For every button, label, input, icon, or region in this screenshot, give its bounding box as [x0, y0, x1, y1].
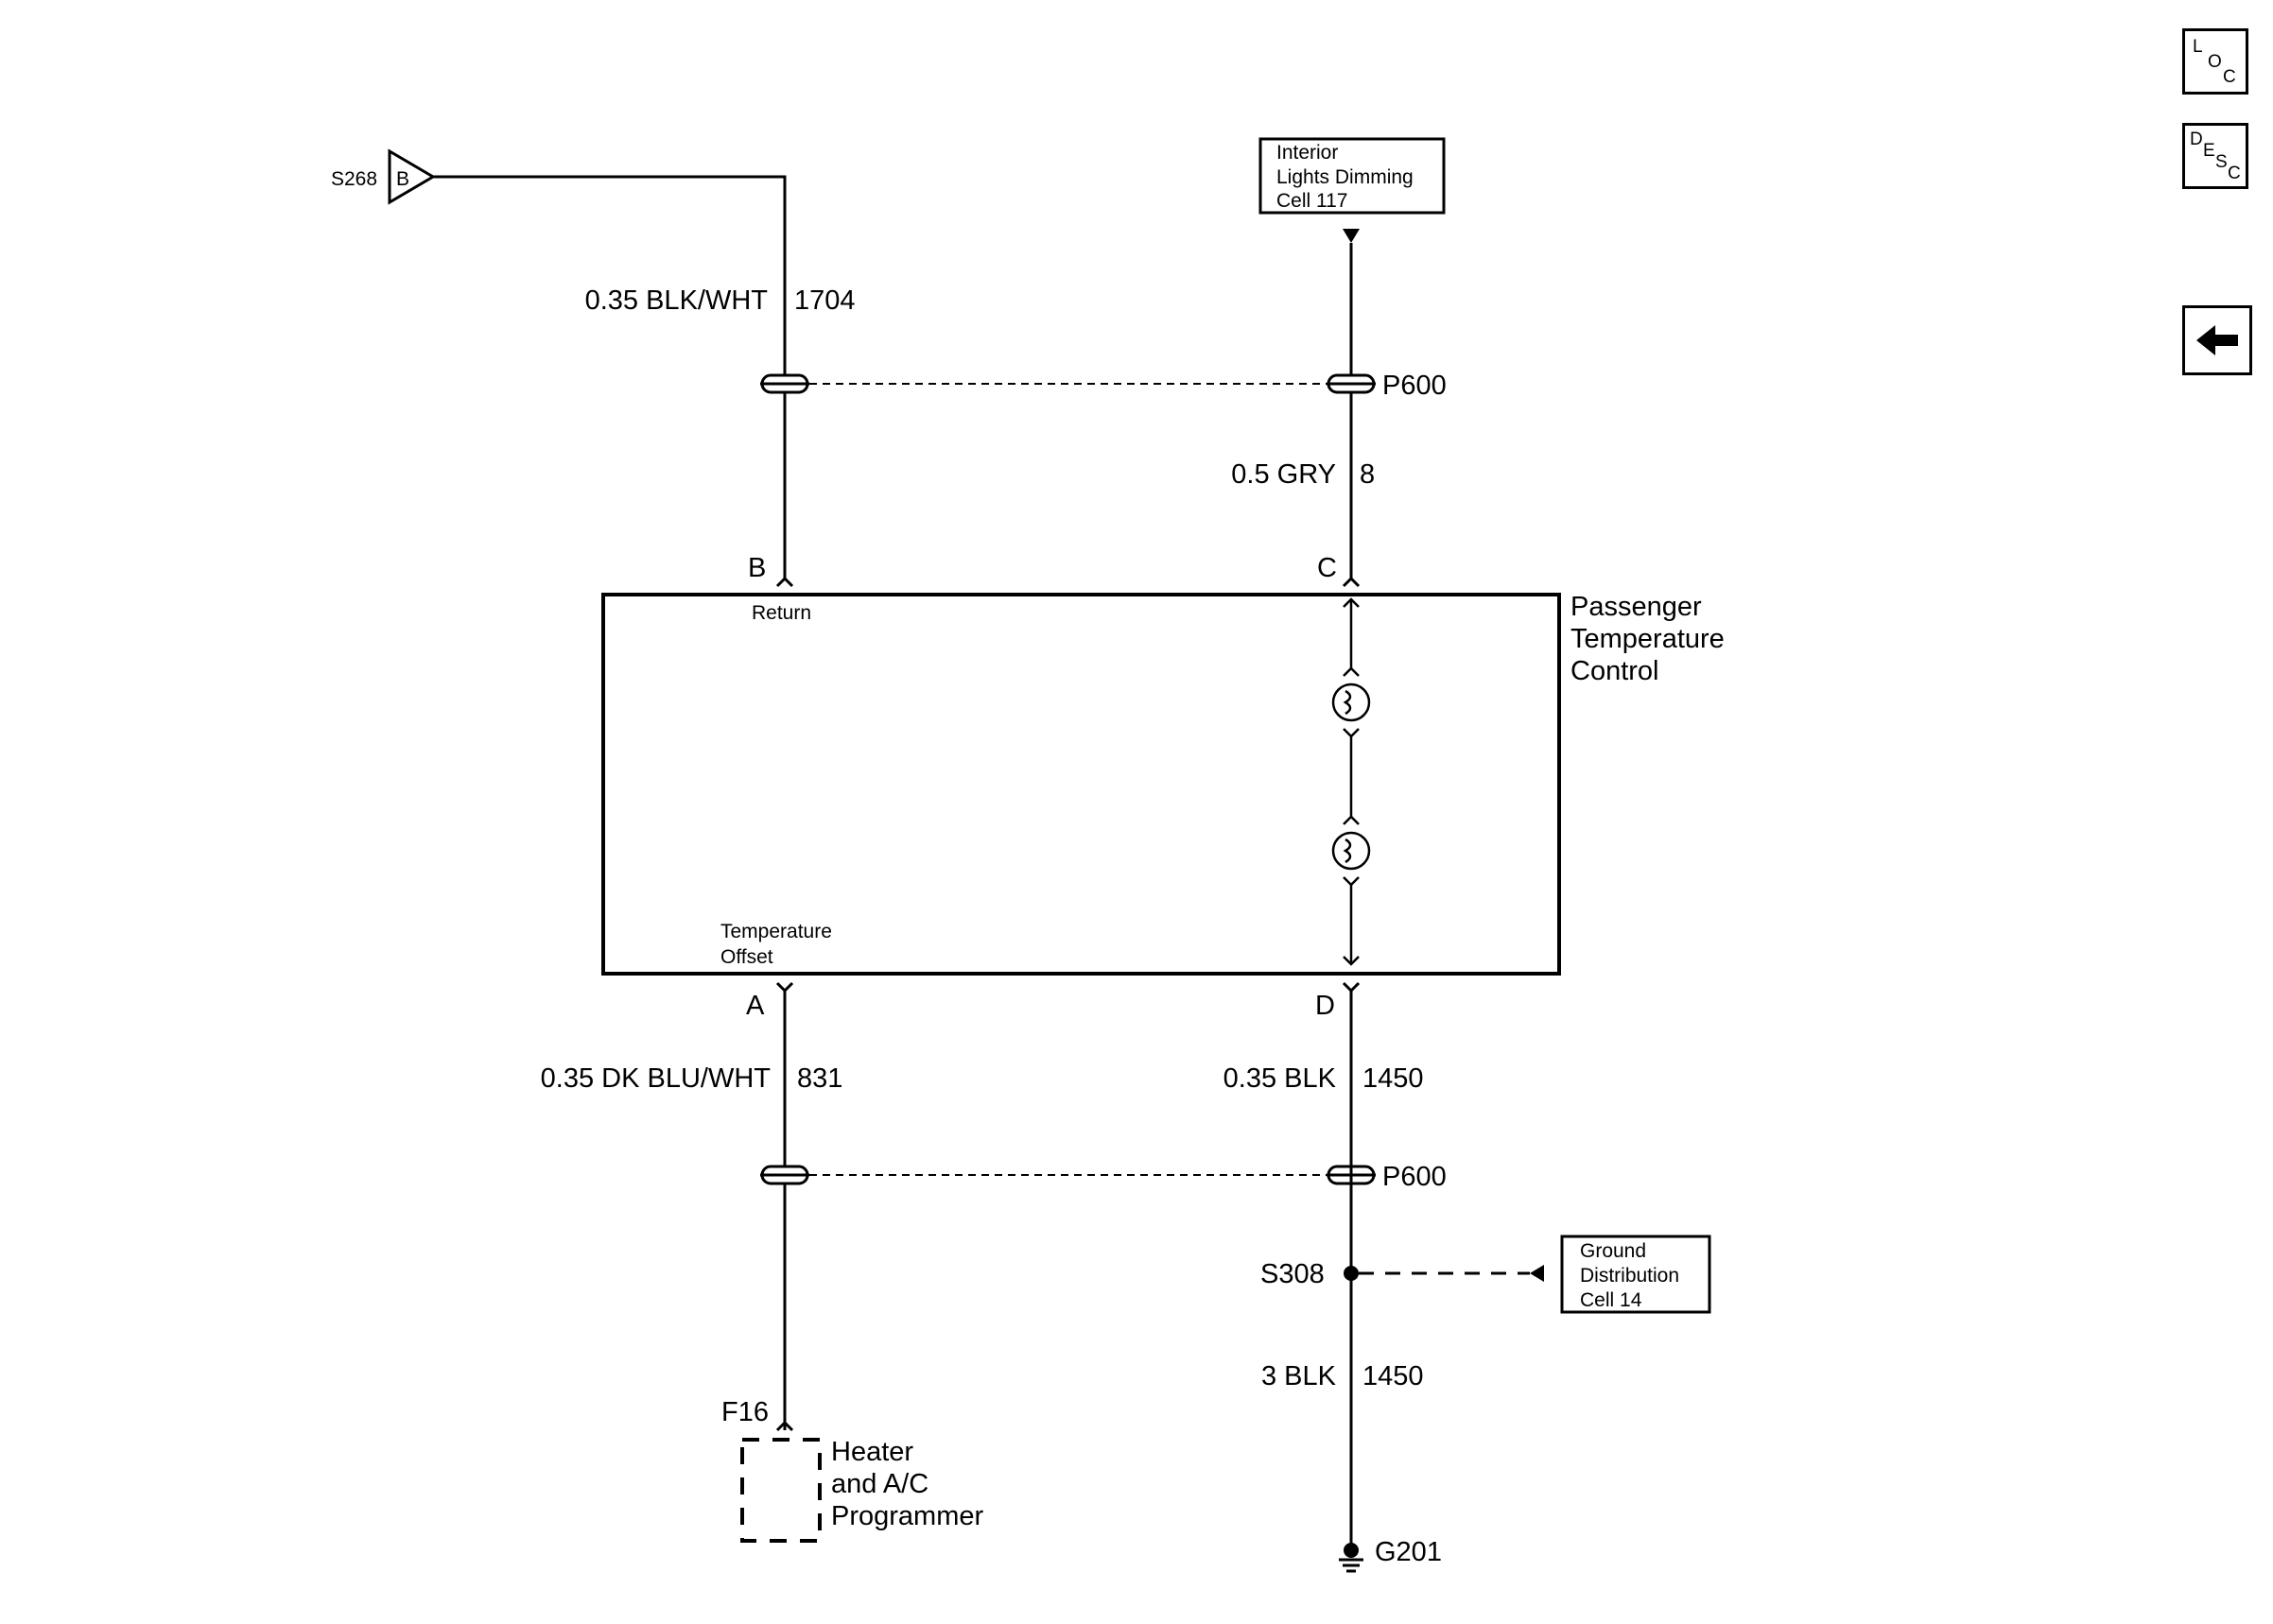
- back-button[interactable]: [2182, 305, 2252, 375]
- interior-lights-line3: Cell 117: [1276, 190, 1348, 212]
- loc-letter-3: C: [2223, 67, 2236, 87]
- connector-f16-label: F16: [721, 1397, 769, 1427]
- pin-b-terminal: [775, 576, 794, 588]
- splice-s308-label: S308: [1260, 1259, 1325, 1289]
- wire-8-circuit: 8: [1360, 459, 1375, 490]
- internal-bulb-circuit: [1343, 597, 1360, 966]
- wire-1704: [433, 175, 787, 579]
- wire-1450-circuit: 1450: [1362, 1063, 1424, 1094]
- wire-1704-spec: 0.35 BLK/WHT: [585, 285, 769, 316]
- desc-letter-1: D: [2190, 130, 2203, 149]
- heater-ac-programmer-line1: Heater: [831, 1437, 913, 1467]
- pin-a-label: A: [746, 991, 765, 1021]
- connector-f16-terminal: [775, 1420, 794, 1432]
- wire-1450-ground-spec: 3 BLK: [1261, 1361, 1337, 1391]
- pin-c-label: C: [1317, 553, 1337, 583]
- heater-ac-programmer-line2: and A/C: [831, 1469, 928, 1499]
- ground-distribution-line3: Cell 14: [1580, 1289, 1642, 1311]
- connector-p600-bottom-left: [760, 1165, 809, 1185]
- pin-c-terminal: [1342, 576, 1361, 588]
- pin-d-label: D: [1315, 991, 1335, 1021]
- module-name-line3: Control: [1570, 656, 1659, 686]
- bulb-icon: [1331, 682, 1371, 722]
- ground-distribution-line2: Distribution: [1580, 1265, 1679, 1287]
- splice-s308-dot: [1344, 1266, 1359, 1281]
- splice-s268-flag: [388, 148, 436, 205]
- module-box: [601, 593, 1561, 976]
- pin-d-terminal: [1342, 981, 1361, 993]
- interior-lights-line2: Lights Dimming: [1276, 166, 1414, 188]
- ground-distribution-line1: Ground: [1580, 1240, 1646, 1262]
- ground-icon: [1339, 1543, 1363, 1573]
- loc-letter-1: L: [2193, 37, 2203, 57]
- connector-p600-top-right: [1327, 373, 1376, 394]
- loc-letter-2: O: [2208, 52, 2222, 72]
- wire-831-circuit: 831: [797, 1063, 842, 1094]
- wire-1450-spec: 0.35 BLK: [1223, 1063, 1337, 1094]
- module-name-line1: Passenger: [1570, 592, 1702, 622]
- ground-distribution-arrow: [1530, 1265, 1544, 1282]
- desc-letter-3: S: [2215, 152, 2228, 172]
- pin-b-function: Return: [752, 602, 811, 624]
- wire-8-spec: 0.5 GRY: [1231, 459, 1336, 490]
- pin-a-function-line1: Temperature: [720, 921, 832, 942]
- interior-lights-arrow: [1343, 229, 1360, 243]
- interior-lights-ref-box: [1258, 137, 1446, 215]
- module-name-line2: Temperature: [1570, 624, 1725, 654]
- connector-p600-top-label: P600: [1382, 371, 1447, 401]
- connector-p600-bottom-label: P600: [1382, 1162, 1447, 1192]
- interior-lights-line1: Interior: [1276, 142, 1338, 164]
- loc-button[interactable]: L O C: [2182, 28, 2248, 95]
- ground-distribution-ref-box: [1560, 1235, 1711, 1314]
- desc-button[interactable]: D E S C: [2182, 123, 2248, 189]
- pin-a-terminal: [775, 981, 794, 993]
- desc-letter-2: E: [2203, 141, 2215, 161]
- splice-s268-letter: B: [396, 168, 409, 190]
- pin-b-label: B: [748, 553, 766, 583]
- back-arrow-icon: [2196, 325, 2238, 355]
- wire-831-spec: 0.35 DK BLU/WHT: [541, 1063, 772, 1094]
- wire-1704-circuit: 1704: [794, 285, 856, 316]
- ground-g201-label: G201: [1375, 1537, 1442, 1567]
- pin-a-function-line2: Offset: [720, 946, 773, 968]
- wire-1450-ground-circuit: 1450: [1362, 1361, 1424, 1391]
- heater-ac-programmer-line3: Programmer: [831, 1501, 983, 1531]
- desc-letter-4: C: [2228, 164, 2241, 183]
- connector-p600-top-left: [760, 373, 809, 394]
- bulb-icon: [1331, 831, 1371, 871]
- splice-s268-label: S268: [331, 168, 377, 190]
- heater-ac-programmer-box: [740, 1438, 822, 1543]
